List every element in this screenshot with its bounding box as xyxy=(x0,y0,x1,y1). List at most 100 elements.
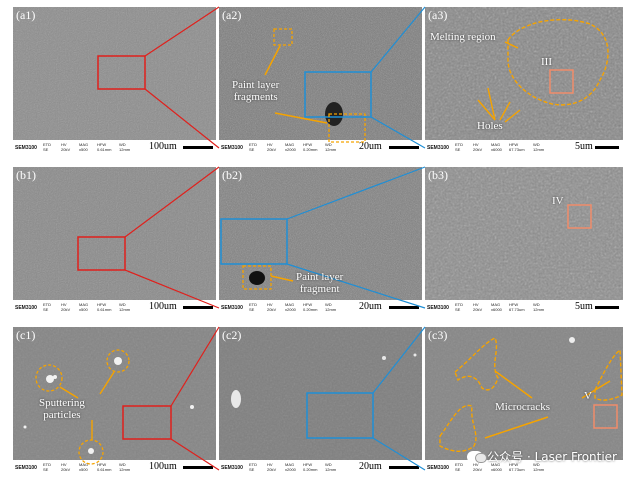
magnification: MAG x2000 xyxy=(285,302,296,312)
detector: ETD SE xyxy=(249,302,257,312)
working-distance: WD 12mm xyxy=(533,302,545,312)
panel-label: (a1) xyxy=(16,8,36,22)
working-distance: WD 12mm xyxy=(325,302,337,312)
annotation-melting-region: Melting region xyxy=(430,31,496,43)
field-width: HFW 0.20mm xyxy=(303,142,318,152)
annotation-region-V: V xyxy=(584,390,592,402)
instrument-model: SEM3100 xyxy=(427,465,449,471)
sem-info-bar: SEM3100 ETD SE HV 20kV MAG x500 HFW 0.61… xyxy=(13,300,216,315)
annotation-region-III: III xyxy=(541,56,552,68)
detector: ETD SE xyxy=(455,302,463,312)
instrument-model: SEM3100 xyxy=(15,465,37,471)
annotation-paint-layer-fragment: Paint layer fragment xyxy=(296,271,344,295)
panel-label: (b1) xyxy=(16,168,36,182)
magnification: MAG x500 xyxy=(79,462,89,472)
field-width: HFW 0.61mm xyxy=(97,462,112,472)
scale-label: 100um xyxy=(149,301,177,312)
annotation-microcracks: Microcracks xyxy=(495,401,550,413)
voltage: HV 20kV xyxy=(61,462,71,472)
annotation-sputtering-particles: Sputtering particles xyxy=(39,397,85,421)
detector: ETD SE xyxy=(249,462,257,472)
panel-label: (c3) xyxy=(428,328,448,342)
working-distance: WD 12mm xyxy=(119,142,131,152)
panel-b1: (b1) SEM3100 ETD SE HV 20kV MAG x500 HFW… xyxy=(13,167,216,315)
working-distance: WD 12mm xyxy=(119,302,131,312)
sem-image-b3 xyxy=(425,167,623,315)
field-width: HFW 67.73um xyxy=(509,462,525,472)
detector: ETD SE xyxy=(455,142,463,152)
field-width: HFW 67.73um xyxy=(509,302,525,312)
annotation-paint-layer-fragments: Paint layer fragments xyxy=(232,79,280,103)
voltage: HV 20kV xyxy=(473,142,483,152)
scale-label: 100um xyxy=(149,141,177,152)
instrument-model: SEM3100 xyxy=(221,465,243,471)
magnification: MAG x500 xyxy=(79,302,89,312)
sem-image-a3 xyxy=(425,7,623,155)
sem-info-bar: SEM3100 ETD SE HV 20kV MAG x500 HFW 0.61… xyxy=(13,140,216,155)
instrument-model: SEM3100 xyxy=(221,145,243,151)
sem-image-a1 xyxy=(13,7,216,155)
panel-label: (b2) xyxy=(222,168,242,182)
scale-bar xyxy=(183,306,213,309)
voltage: HV 20kV xyxy=(267,142,277,152)
field-width: HFW 0.20mm xyxy=(303,462,318,472)
scale-label: 5um xyxy=(575,141,593,152)
magnification: MAG x500 xyxy=(79,142,89,152)
detector: ETD SE xyxy=(455,462,463,472)
scale-bar xyxy=(389,146,419,149)
instrument-model: SEM3100 xyxy=(221,305,243,311)
panel-label: (c1) xyxy=(16,328,36,342)
field-width: HFW 67.73um xyxy=(509,142,525,152)
working-distance: WD 12mm xyxy=(325,462,337,472)
magnification: MAG x6000 xyxy=(491,142,502,152)
magnification: MAG x2000 xyxy=(285,142,296,152)
scale-label: 5um xyxy=(575,301,593,312)
wechat-icon xyxy=(467,450,488,463)
magnification: MAG x2000 xyxy=(285,462,296,472)
working-distance: WD 12mm xyxy=(119,462,131,472)
sem-info-bar: SEM3100 ETD SE HV 20kV MAG x6000 HFW 67.… xyxy=(425,300,623,315)
working-distance: WD 12mm xyxy=(325,142,337,152)
magnification: MAG x6000 xyxy=(491,462,502,472)
field-width: HFW 0.20mm xyxy=(303,302,318,312)
scale-bar xyxy=(595,306,619,309)
working-distance: WD 12mm xyxy=(533,462,545,472)
panel-label: (b3) xyxy=(428,168,448,182)
detector: ETD SE xyxy=(43,302,51,312)
magnification: MAG x6000 xyxy=(491,302,502,312)
voltage: HV 20kV xyxy=(267,462,277,472)
sem-info-bar: SEM3100 ETD SE HV 20kV MAG x2000 HFW 0.2… xyxy=(219,460,422,475)
panel-label: (c2) xyxy=(222,328,242,342)
annotation-holes: Holes xyxy=(477,120,503,132)
panel-label: (a2) xyxy=(222,8,242,22)
scale-bar xyxy=(389,466,419,469)
scale-bar xyxy=(389,306,419,309)
panel-c2: (c2) SEM3100 ETD SE HV 20kV MAG x2000 HF… xyxy=(219,327,422,475)
sem-info-bar: SEM3100 ETD SE HV 20kV MAG x2000 HFW 0.2… xyxy=(219,140,422,155)
sem-info-bar: SEM3100 ETD SE HV 20kV MAG x6000 HFW 67.… xyxy=(425,460,623,475)
scale-label: 100um xyxy=(149,461,177,472)
paint-fragment-particle xyxy=(249,271,265,285)
sem-info-bar: SEM3100 ETD SE HV 20kV MAG x500 HFW 0.61… xyxy=(13,460,216,475)
scale-label: 20um xyxy=(359,141,382,152)
voltage: HV 20kV xyxy=(473,302,483,312)
scale-label: 20um xyxy=(359,461,382,472)
sem-image-b1 xyxy=(13,167,216,315)
watermark: 公众号 · Laser Frontier xyxy=(467,448,617,465)
instrument-model: SEM3100 xyxy=(15,145,37,151)
surface-particle xyxy=(569,337,575,343)
panel-b3: (b3) SEM3100 ETD SE HV 20kV MAG x6000 HF… xyxy=(425,167,623,315)
panel-a3: (a3) SEM3100 ETD SE HV 20kV MAG x6000 HF… xyxy=(425,7,623,155)
instrument-model: SEM3100 xyxy=(427,305,449,311)
panel-a1: (a1) SEM3100 ETD SE HV 20kV MAG x500 HFW… xyxy=(13,7,216,155)
field-width: HFW 0.61mm xyxy=(97,142,112,152)
paint-fragment-particle xyxy=(325,102,343,126)
scale-bar xyxy=(183,146,213,149)
voltage: HV 20kV xyxy=(61,142,71,152)
detector: ETD SE xyxy=(43,462,51,472)
sem-image-c2 xyxy=(219,327,422,475)
voltage: HV 20kV xyxy=(61,302,71,312)
watermark-text: 公众号 · Laser Frontier xyxy=(487,450,617,464)
instrument-model: SEM3100 xyxy=(427,145,449,151)
voltage: HV 20kV xyxy=(267,302,277,312)
